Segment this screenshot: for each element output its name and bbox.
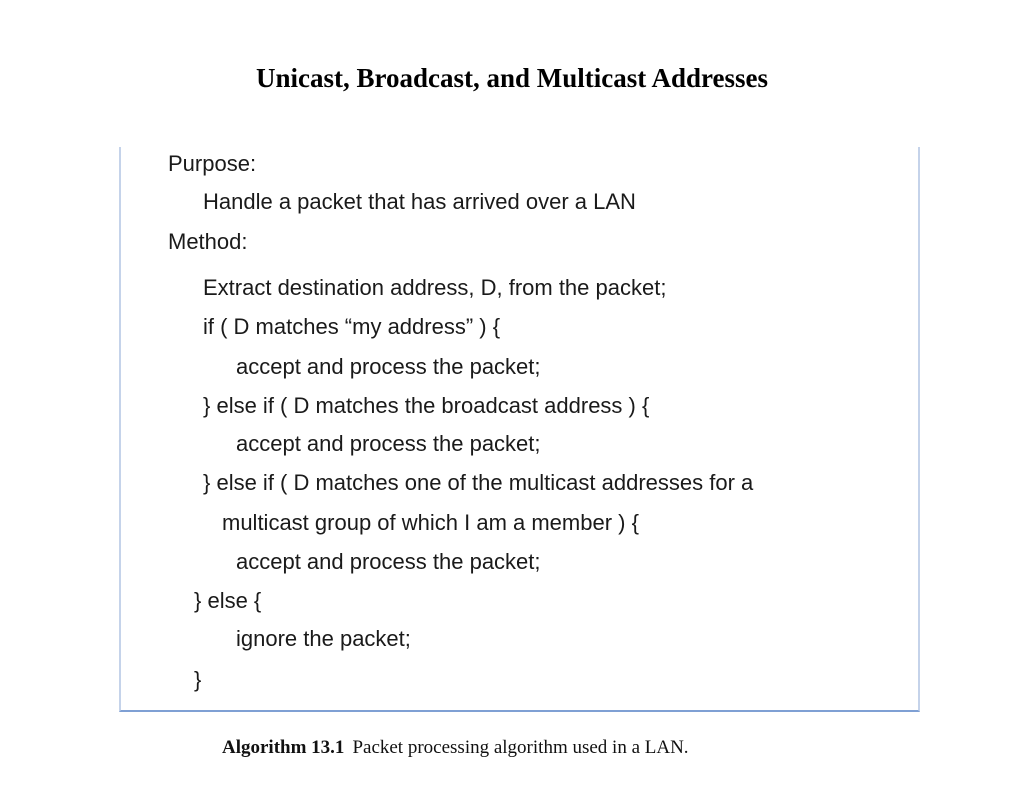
code-line: ignore the packet; [236, 626, 411, 651]
slide-title: Unicast, Broadcast, and Multicast Addres… [255, 63, 769, 93]
code-line: } else if ( D matches one of the multica… [203, 470, 754, 495]
code-line: multicast group of which I am a member )… [222, 510, 639, 535]
caption-label: Algorithm 13.1 [222, 737, 345, 758]
code-line: accept and process the packet; [236, 549, 541, 574]
code-line: if ( D matches “my address” ) { [203, 314, 501, 339]
code-line: } else if ( D matches the broadcast addr… [203, 393, 650, 418]
figure-caption: Algorithm 13.1 Packet processing algorith… [222, 735, 689, 761]
code-line: accept and process the packet; [236, 431, 541, 456]
code-line: } else { [194, 588, 262, 613]
code-line: } [194, 667, 202, 692]
code-line: accept and process the packet; [236, 354, 541, 379]
purpose-heading: Purpose: [168, 151, 257, 176]
code-line: Extract destination address, D, from the… [203, 275, 667, 300]
algorithm-box [119, 147, 920, 712]
purpose-text: Handle a packet that has arrived over a … [203, 189, 636, 214]
method-heading: Method: [168, 229, 248, 254]
caption-text: Packet processing algorithm used in a LA… [352, 737, 689, 758]
